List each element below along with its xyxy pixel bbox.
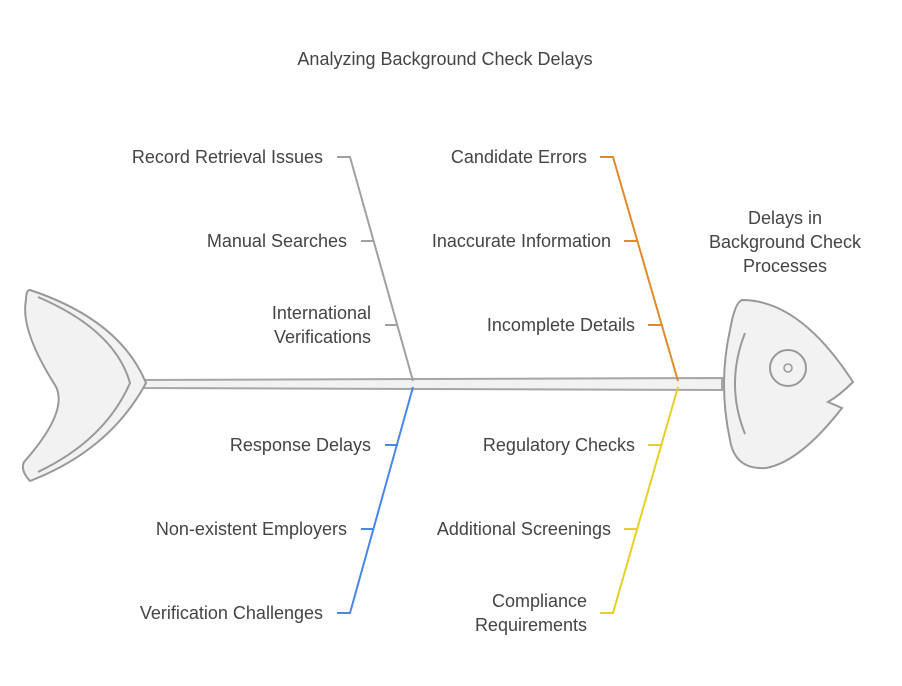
spine: [139, 376, 723, 392]
cause-label-inaccurate-information: Inaccurate Information: [431, 231, 611, 251]
fish-tail: [21, 288, 148, 483]
diagram-title: Analyzing Background Check Delays: [297, 49, 593, 69]
branch-compliance: [600, 386, 679, 614]
cause-label-manual-searches: Manual Searches: [206, 231, 347, 251]
cause-label-additional-screenings: Additional Screenings: [436, 519, 611, 539]
cause-label-international-verifications: International Verifications: [271, 303, 371, 347]
category-label-compliance: Compliance Requirements: [474, 591, 587, 635]
branch-candidate-errors: [600, 156, 679, 382]
branch-record-retrieval: [337, 156, 414, 382]
fish-head: [723, 298, 855, 470]
cause-label-regulatory-checks: Regulatory Checks: [482, 435, 635, 455]
category-label-verification: Verification Challenges: [139, 603, 323, 623]
cause-label-incomplete-details: Incomplete Details: [486, 315, 635, 335]
branch-verification: [337, 386, 414, 614]
category-label-candidate-errors: Candidate Errors: [450, 147, 587, 167]
cause-label-response-delays: Response Delays: [229, 435, 371, 455]
category-label-record-retrieval: Record Retrieval Issues: [131, 147, 323, 167]
cause-label-non-existent-employers: Non-existent Employers: [155, 519, 347, 539]
head-label: Delays in Background Check Processes: [708, 208, 862, 276]
